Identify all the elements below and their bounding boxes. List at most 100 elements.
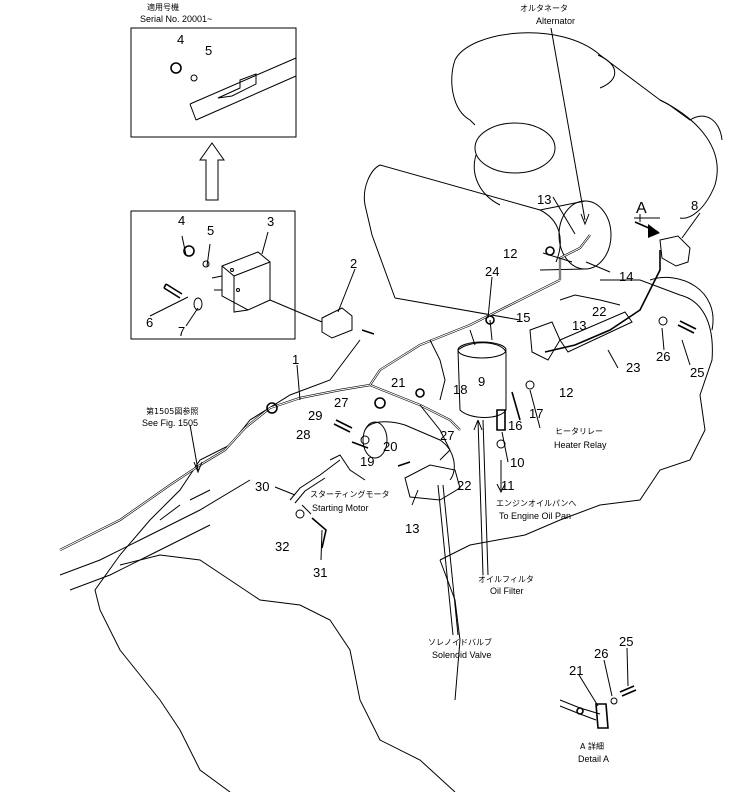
detail-pipe: [559, 699, 601, 715]
text-labels: オルタネータ Alternator 第1505図参照 See Fig. 1505…: [142, 4, 647, 660]
heater-relay-box: [529, 321, 561, 361]
wiring-harness: [59, 234, 691, 551]
engine-block-outline: [649, 276, 714, 331]
callout-4-mid: 4: [178, 213, 185, 228]
callout-13a: 13: [537, 192, 551, 207]
heater-plug-8: [659, 235, 691, 267]
washer-icon: [525, 380, 535, 390]
muffler-outline: [379, 164, 561, 263]
heater-cable: [544, 250, 661, 353]
callout-8: 8: [691, 198, 698, 213]
bolt-icon: [397, 461, 411, 467]
leader-1: [296, 364, 301, 401]
air-cleaner-cap: [597, 54, 616, 89]
solenoid-label-en: Solenoid Valve: [432, 650, 491, 660]
leader-lines-main: [189, 27, 701, 636]
bracket-hole: [230, 268, 234, 272]
harness-branch-core: [369, 279, 561, 386]
bolt-icon: [361, 329, 375, 335]
oil-filter-label-jp: オイルフィルタ: [478, 575, 534, 584]
callout-28: 28: [296, 427, 310, 442]
clip-icon: [576, 707, 584, 715]
callout-32: 32: [275, 539, 289, 554]
detail-label-jp: A 詳細: [580, 741, 604, 751]
engine-block-outline: [119, 554, 456, 792]
clip-icon: [374, 397, 386, 409]
wire: [559, 294, 621, 306]
detail-leaders: [578, 647, 629, 707]
callout-22a: 22: [592, 304, 606, 319]
callout-30: 30: [255, 479, 269, 494]
callout-25: 25: [690, 365, 704, 380]
clip-icon: [485, 315, 495, 325]
callout-5-mid: 5: [207, 223, 214, 238]
up-arrow-icon: [199, 142, 225, 201]
see-fig-label-en: See Fig. 1505: [142, 418, 198, 428]
callout-15: 15: [516, 310, 530, 325]
starting-motor-label-jp: スターティングモータ: [310, 489, 390, 499]
solenoid-leader: [442, 484, 459, 636]
leader-2: [337, 268, 356, 313]
bracket-hole: [236, 288, 240, 292]
bolt-icon: [511, 391, 521, 421]
callout-9: 9: [478, 374, 485, 389]
heater-relay-label-en: Heater Relay: [554, 440, 607, 450]
callout-27b: 27: [440, 428, 454, 443]
bolt-icon: [311, 517, 327, 549]
callout-19: 19: [360, 454, 374, 469]
muffler-end: [558, 200, 612, 270]
o-ring-icon: [496, 439, 506, 449]
bolt-icon: [163, 283, 183, 299]
heater-relay-label-jp: ヒータリレー: [555, 427, 603, 436]
harness-lead-1505: [59, 407, 271, 551]
relay-bracket: [221, 251, 271, 313]
leader-13c: [411, 489, 419, 506]
serial-inset-title-jp: 適用号機: [147, 2, 179, 12]
callout-7: 7: [178, 324, 185, 339]
harness-lead-1505-core: [59, 407, 271, 551]
engine-block-outline: [94, 339, 361, 792]
wire: [429, 339, 446, 401]
leader-25: [681, 339, 691, 366]
drain-plug: [496, 409, 506, 431]
bracket-mount-lines: [211, 275, 223, 291]
detail-callout-26: 26: [594, 646, 608, 661]
view-a-marker: [634, 214, 660, 222]
detail-a: 21 26 25 A 詳細 Detail A: [559, 634, 637, 764]
bolt-icon: [351, 441, 369, 449]
alternator-label-en: Alternator: [536, 16, 575, 26]
washer-icon: [360, 435, 370, 445]
leader-30: [274, 486, 296, 496]
starting-motor-body: [364, 421, 455, 481]
washer-icon: [658, 316, 668, 326]
leader-32: [301, 504, 312, 515]
leader-31: [320, 529, 323, 561]
detail-callout-25: 25: [619, 634, 633, 649]
leader-14: [585, 261, 611, 273]
callout-6: 6: [146, 315, 153, 330]
leader-lines: [149, 231, 269, 327]
washer-icon: [193, 297, 203, 311]
starting-motor-end: [362, 421, 388, 459]
callout-21: 21: [391, 375, 405, 390]
duct-elbow: [474, 122, 556, 174]
relay-part-2: [321, 307, 353, 339]
washer-icon: [610, 697, 618, 705]
muffler-outline: [539, 200, 586, 271]
muffler-outline: [394, 297, 521, 321]
bolt-icon: [333, 419, 353, 433]
callout-29: 29: [308, 408, 322, 423]
detail-bracket: [595, 703, 609, 729]
harness-alternator-core: [559, 234, 591, 280]
serial-inset-frame: [130, 27, 297, 138]
detail-callout-21: 21: [569, 663, 583, 678]
callout-16: 16: [508, 418, 522, 433]
clip-icon: [545, 246, 555, 256]
heater-relay-leader: [529, 389, 541, 429]
see-fig-label-jp: 第1505図参照: [146, 406, 198, 416]
starting-motor-label-en: Starting Motor: [312, 503, 369, 513]
wire: [419, 404, 451, 461]
callout-27a: 27: [334, 395, 348, 410]
serial-inset: 適用号機 Serial No. 20001~ 4 5: [130, 2, 297, 138]
